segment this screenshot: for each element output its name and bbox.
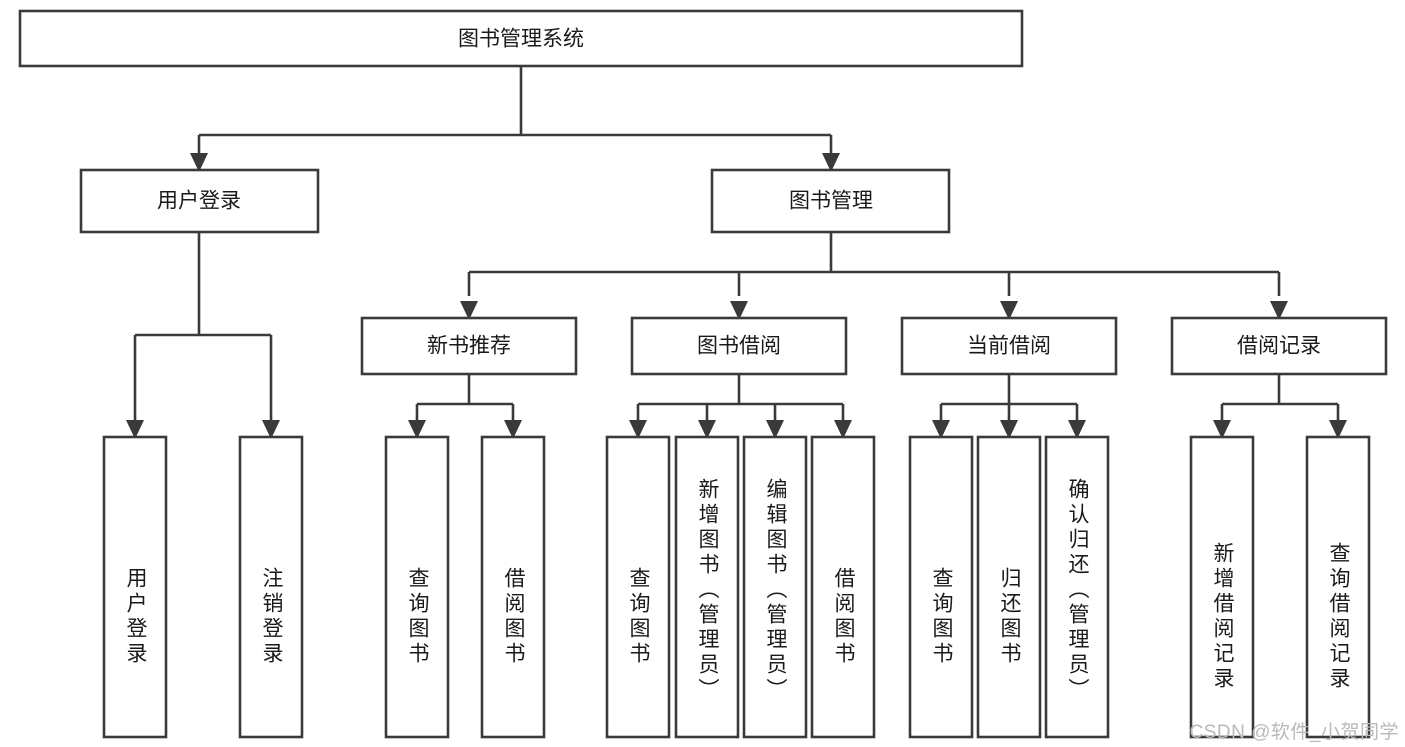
- node-user-login[interactable]: 用户登录: [79, 168, 320, 234]
- leaf-current-borrow-return[interactable]: [976, 435, 1042, 739]
- node-borrow-record-label: 借阅记录: [1237, 335, 1321, 358]
- node-book-manage-label: 图书管理: [789, 190, 873, 213]
- edge-new-book-to-leaves: [408, 374, 522, 439]
- node-new-book-recommend-label: 新书推荐: [427, 335, 511, 358]
- node-user-login-label: 用户登录: [157, 190, 241, 213]
- leaf-current-borrow-query[interactable]: [908, 435, 974, 739]
- edge-book-manage-to-level3: [460, 232, 1288, 320]
- edge-user-login-to-leaves: [126, 232, 280, 439]
- node-current-borrow[interactable]: 当前借阅: [900, 316, 1118, 376]
- leaf-book-borrow-add[interactable]: [674, 435, 740, 739]
- leaf-new-book-borrow[interactable]: [480, 435, 546, 739]
- leaf-book-borrow-edit[interactable]: [742, 435, 808, 739]
- leaf-borrow-record-query[interactable]: [1305, 435, 1371, 739]
- leaf-current-borrow-confirm[interactable]: [1044, 435, 1110, 739]
- edge-current-borrow-to-leaves: [932, 374, 1086, 439]
- node-book-borrow[interactable]: 图书借阅: [630, 316, 848, 376]
- node-book-borrow-label: 图书借阅: [697, 335, 781, 358]
- leaf-user-login-logout[interactable]: [238, 435, 304, 739]
- node-borrow-record[interactable]: 借阅记录: [1170, 316, 1388, 376]
- leaf-borrow-record-add[interactable]: [1189, 435, 1255, 739]
- leaf-new-book-query[interactable]: [384, 435, 450, 739]
- edge-root-to-level2: [190, 66, 840, 172]
- edge-borrow-record-to-leaves: [1213, 374, 1347, 439]
- node-root-system[interactable]: 图书管理系统: [18, 9, 1024, 68]
- leaf-user-login-login[interactable]: [102, 435, 168, 739]
- node-root-label: 图书管理系统: [458, 28, 584, 51]
- leaf-book-borrow-borrow[interactable]: [810, 435, 876, 739]
- edge-book-borrow-to-leaves: [629, 374, 852, 439]
- node-current-borrow-label: 当前借阅: [967, 335, 1051, 358]
- leaf-book-borrow-query[interactable]: [605, 435, 671, 739]
- node-book-manage[interactable]: 图书管理: [710, 168, 951, 234]
- node-new-book-recommend[interactable]: 新书推荐: [360, 316, 578, 376]
